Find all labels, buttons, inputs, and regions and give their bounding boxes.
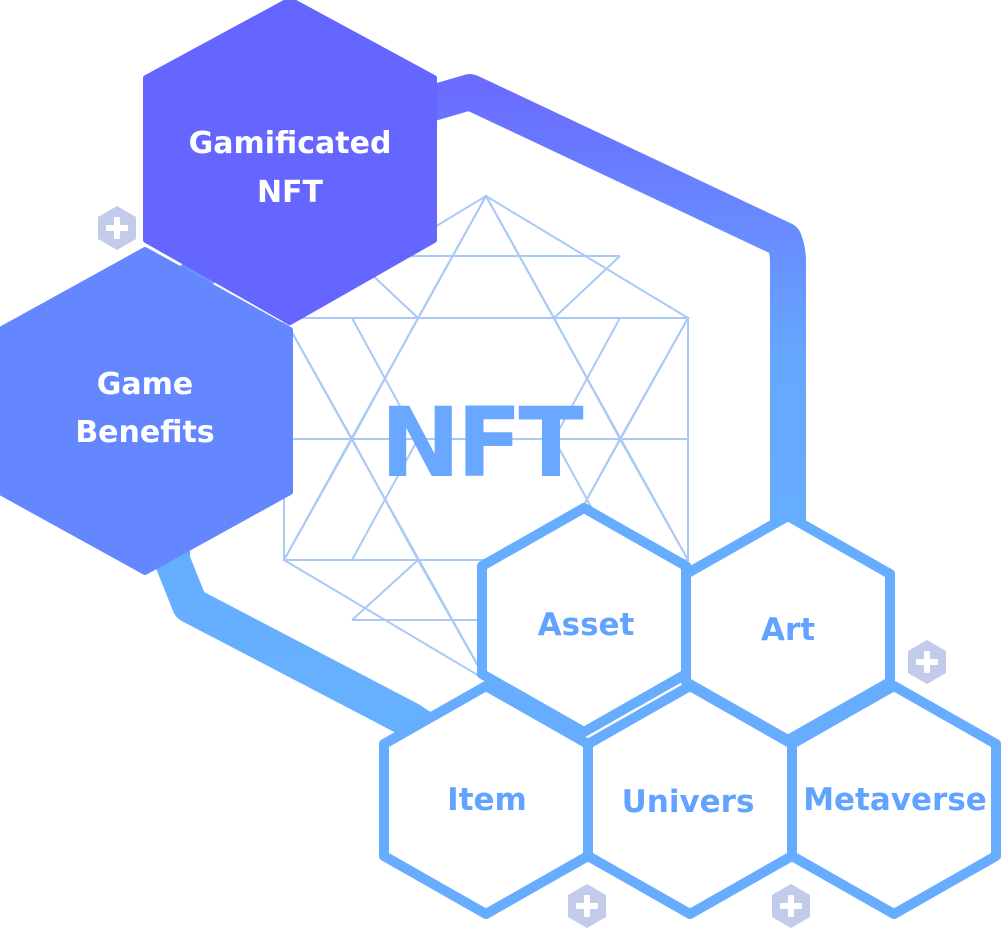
plus-icon bbox=[772, 884, 810, 928]
hex-gamificated-nft[interactable]: Gamificated NFT bbox=[143, 0, 437, 325]
item-label: Item bbox=[447, 782, 527, 818]
plus-icon bbox=[98, 206, 136, 250]
asset-label: Asset bbox=[538, 607, 635, 643]
benefits-line1: Game bbox=[97, 367, 193, 402]
hex-metaverse[interactable]: Metaverse bbox=[787, 681, 1001, 919]
plus-icon bbox=[908, 640, 946, 684]
hex-asset[interactable]: Asset bbox=[477, 503, 691, 737]
outer-ring bbox=[154, 74, 806, 778]
plus-icon bbox=[568, 884, 606, 928]
art-label: Art bbox=[761, 612, 815, 648]
benefits-line2: Benefits bbox=[75, 415, 214, 450]
univers-label: Univers bbox=[622, 784, 755, 820]
metaverse-label: Metaverse bbox=[803, 782, 987, 818]
gamificated-line1: Gamificated bbox=[189, 126, 392, 161]
gamificated-line2: NFT bbox=[257, 175, 324, 210]
center-nft-label: NFT bbox=[380, 387, 583, 499]
hex-game-benefits[interactable]: Game Benefits bbox=[0, 247, 293, 575]
